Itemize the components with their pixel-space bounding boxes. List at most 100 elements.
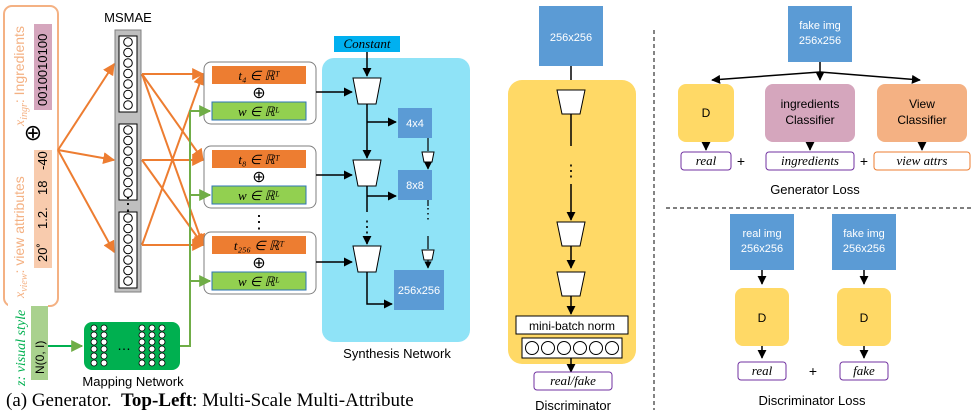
generator-loss-title: Generator Loss [770, 182, 860, 197]
svg-text:+: + [860, 153, 868, 169]
res-box-8x8 [398, 170, 432, 200]
neuron-node [138, 338, 146, 346]
neuron-node [123, 135, 133, 146]
neuron-node [573, 341, 587, 355]
neuron-node [158, 338, 166, 346]
svg-text:ingredients: ingredients [781, 97, 840, 111]
res-box-4x4 [398, 108, 432, 138]
neuron-node [589, 341, 603, 355]
synthesis-network: Constant ⋮ 4x4 8x8 256x256 ⋮ [316, 36, 470, 342]
ingredients-code: 0010010100 [35, 34, 50, 106]
ingredients-classifier [765, 84, 855, 142]
svg-text:⋮: ⋮ [421, 205, 435, 221]
svg-text:D: D [702, 106, 711, 120]
constant-box [334, 36, 400, 52]
style-vector-group-1: t₄ ∈ ℝᵀ ⊕ w ∈ ℝᴸ [203, 61, 317, 125]
view-value-1: 20˚ [35, 243, 50, 262]
neuron-node [90, 345, 98, 353]
svg-text:+: + [809, 363, 817, 379]
res-box-256 [394, 270, 444, 310]
neuron-node [123, 125, 133, 135]
view-value-4: -40 [35, 151, 50, 170]
neuron-node [138, 345, 146, 353]
noise-box [31, 306, 48, 380]
neuron-node [90, 338, 98, 346]
neuron-node [123, 146, 133, 156]
svg-text:fake img: fake img [799, 20, 841, 32]
neuron-node [158, 324, 166, 332]
svg-text:256x256: 256x256 [843, 243, 885, 255]
attribute-to-msmae-arrows [57, 62, 116, 254]
svg-text:⋮: ⋮ [119, 194, 137, 214]
neuron-node [123, 223, 133, 234]
neuron-node [100, 338, 108, 346]
view-attributes-vector [34, 150, 52, 268]
style-vector-group-2: t₈ ∈ ℝᵀ ⊕ w ∈ ℝᴸ [203, 145, 317, 209]
neuron-node [541, 341, 555, 355]
view-classifier [877, 84, 967, 142]
gen-loss-d [678, 84, 734, 142]
svg-text:w ∈ ℝᴸ: w ∈ ℝᴸ [238, 188, 280, 203]
neuron-node [138, 359, 146, 367]
disc-loss-fake-img [832, 214, 896, 270]
ingredients-vector [34, 24, 52, 110]
svg-text:D: D [860, 311, 869, 325]
svg-text:w ∈ ℝᴸ: w ∈ ℝᴸ [238, 104, 280, 119]
neuron-node [100, 352, 108, 360]
neuron-node [123, 100, 133, 110]
neuron-node [158, 352, 166, 360]
synthesis-network-label: Synthesis Network [343, 346, 451, 361]
svg-text:⊕: ⊕ [252, 169, 265, 186]
noise-label: N(0, I) [33, 341, 47, 374]
mapping-network: … [84, 322, 180, 370]
svg-text:view attrs: view attrs [897, 153, 948, 168]
discriminator: 256x256 ⋮ mini-batch norm real/fake [508, 6, 636, 391]
svg-text:256x256: 256x256 [550, 32, 592, 44]
svg-text:⋮: ⋮ [563, 163, 579, 180]
svg-text:⊕: ⊕ [252, 85, 265, 102]
neuron-node [123, 89, 133, 100]
neuron-node [123, 244, 133, 255]
neuron-node [123, 47, 133, 58]
generator-loss-panel: fake img 256x256 D ingredients Classifie… [678, 6, 971, 171]
msmae-label: MSMAE [104, 10, 152, 25]
svg-text:mini-batch norm: mini-batch norm [529, 319, 615, 333]
neuron-node [158, 345, 166, 353]
neuron-node [100, 345, 108, 353]
svg-text:real: real [752, 363, 773, 378]
view-attributes-label: xview: view attributes [11, 176, 30, 299]
neuron-node [123, 68, 133, 79]
discriminator-loss-panel: real img 256x256 fake img 256x256 D D re… [730, 214, 896, 381]
neuron-node [605, 341, 619, 355]
svg-text:…: … [117, 337, 131, 353]
neuron-node [90, 359, 98, 367]
view-value-3: 18 [35, 181, 50, 195]
neuron-node [123, 156, 133, 167]
svg-text:t₂₅₆ ∈ ℝᵀ: t₂₅₆ ∈ ℝᵀ [234, 238, 285, 253]
neuron-node [158, 331, 166, 339]
neuron-node [138, 352, 146, 360]
minibatch-norm-box [515, 315, 629, 335]
concat-symbol: ⊕ [24, 120, 42, 145]
neuron-node [158, 359, 166, 367]
neuron-node [148, 324, 156, 332]
neuron-node [148, 359, 156, 367]
svg-text:real/fake: real/fake [550, 373, 596, 388]
svg-text:Classifier: Classifier [897, 113, 946, 127]
neuron-node [90, 352, 98, 360]
neuron-node [100, 324, 108, 332]
disc-input-image [539, 6, 603, 66]
visual-style-label: z: visual style [14, 310, 29, 387]
neuron-node [138, 331, 146, 339]
svg-text:Classifier: Classifier [785, 113, 834, 127]
neuron-node [123, 234, 133, 244]
svg-text:fake img: fake img [843, 228, 885, 240]
svg-text:ingredients: ingredients [781, 153, 839, 168]
neuron-node [90, 331, 98, 339]
svg-text:D: D [758, 311, 767, 325]
svg-text:real img: real img [742, 228, 781, 240]
attribute-input-panel: 0010010100 xingr: Ingredients ⊕ 20˚ 1.2.… [3, 5, 59, 307]
figure-caption: (a) Generator. Top-Left: Multi-Scale Mul… [6, 390, 414, 411]
neuron-node [148, 352, 156, 360]
